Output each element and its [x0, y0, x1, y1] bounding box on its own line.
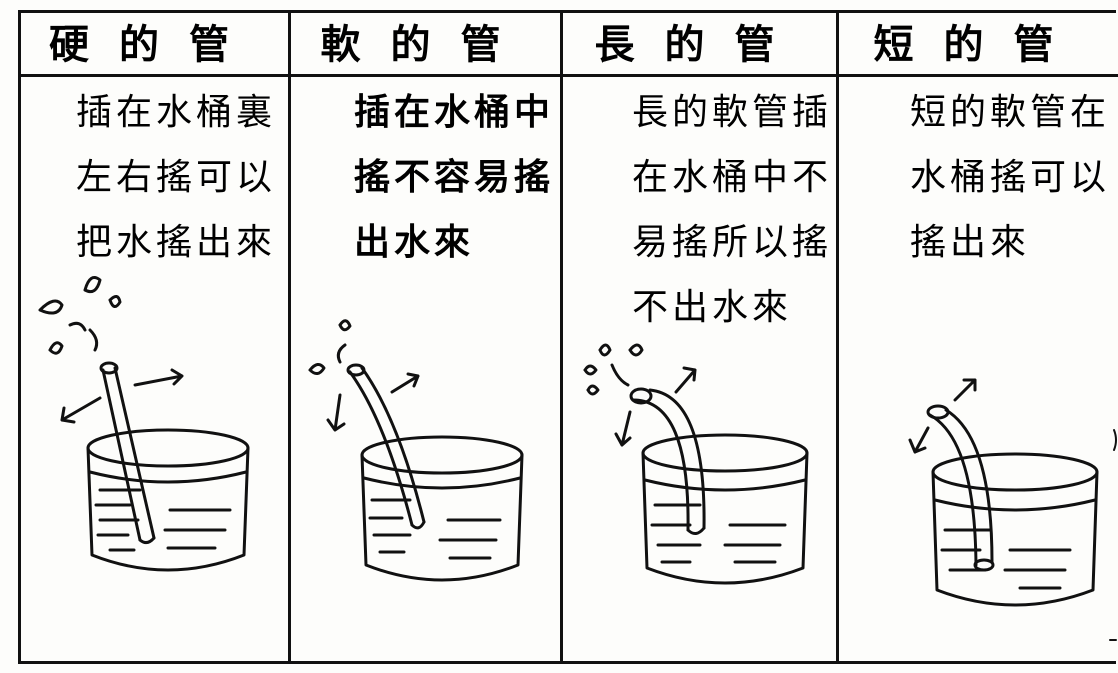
bucket-4 [931, 452, 1099, 607]
motion-arrows-2 [326, 372, 420, 432]
panel-4-text: 短的軟管在 水桶搖可以 搖出來 [910, 80, 1110, 275]
text-line: 短的軟管在 [910, 92, 1111, 133]
text-line: 左右搖可以 [76, 157, 277, 198]
text-line: 搖不容易搖 [354, 157, 555, 198]
panel-1-text: 插在水桶裏 左右搖可以 把水搖出來 [76, 80, 276, 275]
bucket-3 [641, 433, 809, 585]
water-splash-2 [308, 319, 352, 375]
column-divider [836, 10, 839, 664]
motion-arrows-3 [614, 366, 697, 447]
text-line: 易搖所以搖 [632, 222, 833, 263]
water-splash-1 [38, 276, 122, 355]
panel-3-header: 長的管 [594, 21, 805, 68]
tube-2 [346, 363, 426, 530]
text-line: 插在水桶裏 [76, 92, 277, 133]
panel-2-header: 軟的管 [320, 21, 531, 68]
water-splash-3 [583, 343, 644, 396]
header-divider [18, 74, 1118, 77]
text-line: 在水桶中不 [632, 157, 833, 198]
text-line: 水桶搖可以 [910, 157, 1111, 198]
text-line: 不出水來 [632, 287, 793, 328]
tube-4 [926, 404, 995, 572]
print-specks [1109, 429, 1117, 641]
panel-4-header: 短的管 [873, 21, 1084, 68]
bucket-2 [360, 435, 524, 582]
text-line: 搖出來 [910, 222, 1031, 263]
motion-arrows-1 [60, 368, 184, 424]
panel-2-text: 插在水桶中 搖不容易搖 出水來 [354, 80, 554, 275]
tube-3 [629, 387, 706, 535]
column-divider [560, 10, 563, 664]
panel-1-header: 硬的管 [49, 21, 259, 68]
panel-3-text: 長的軟管插 在水桶中不 易搖所以搖 不出水來 [632, 80, 832, 340]
text-line: 插在水桶中 [354, 92, 555, 133]
text-line: 長的軟管插 [632, 92, 833, 133]
text-line: 出水來 [354, 222, 475, 263]
motion-arrows-4 [908, 378, 977, 454]
text-line: 把水搖出來 [76, 222, 277, 263]
tube-1 [99, 361, 156, 545]
table-frame [18, 10, 1116, 664]
bucket-1 [86, 428, 250, 572]
column-divider [288, 10, 291, 664]
